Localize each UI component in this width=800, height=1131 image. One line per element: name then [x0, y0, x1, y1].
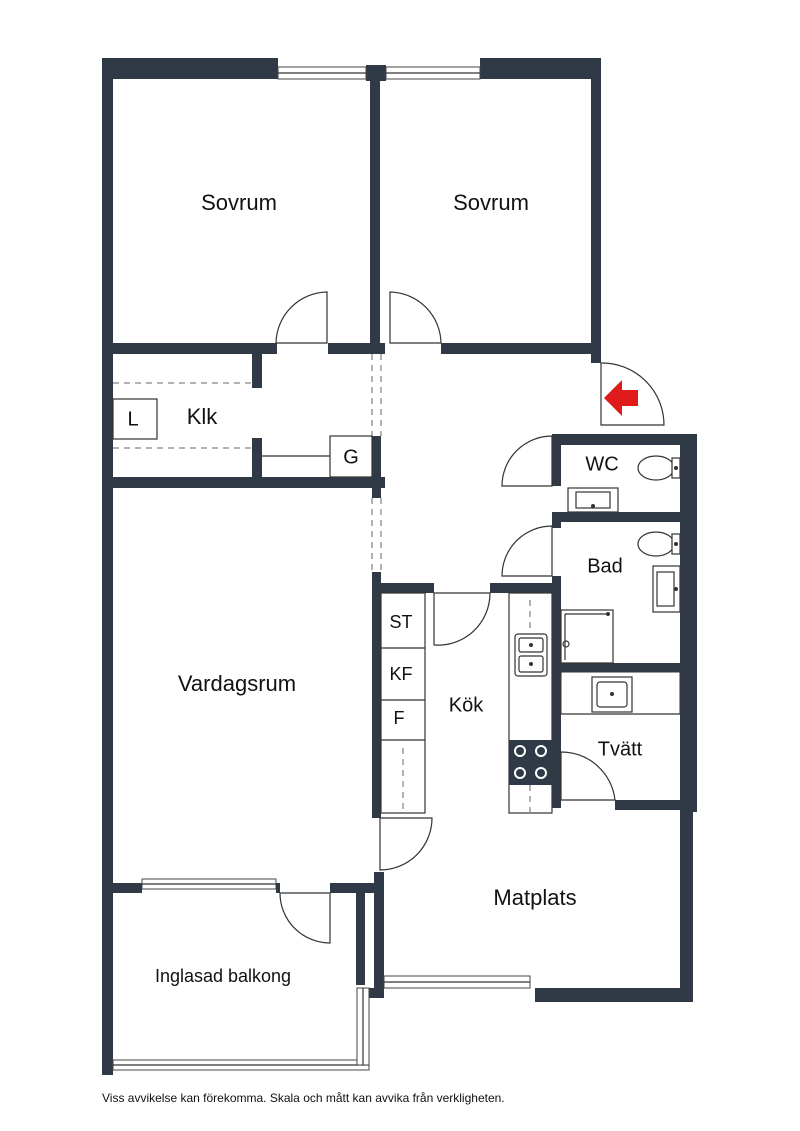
room-label-st: ST: [389, 612, 412, 632]
room-label-klk: Klk: [187, 404, 219, 429]
room-label-sovrum-2: Sovrum: [453, 190, 529, 215]
room-label-balkong: Inglasad balkong: [155, 966, 291, 986]
room-label-bad: Bad: [587, 555, 623, 577]
room-label-vardagsrum: Vardagsrum: [178, 671, 296, 696]
balcony-glazing: [112, 987, 370, 1071]
room-label-l: L: [127, 408, 138, 430]
room-labels: Sovrum Sovrum Klk L G WC Bad ST KF F Kök…: [127, 190, 642, 986]
room-label-wc: WC: [585, 453, 618, 475]
room-label-kok: Kök: [449, 694, 484, 716]
room-label-g: G: [343, 446, 359, 468]
entrance-arrow-icon: [604, 380, 638, 416]
room-label-f: F: [394, 708, 405, 728]
windows: [141, 66, 531, 989]
disclaimer-text: Viss avvikelse kan förekomma. Skala och …: [102, 1091, 505, 1105]
interior-walls: [113, 80, 697, 985]
room-label-matplats: Matplats: [493, 885, 576, 910]
outer-walls: [102, 58, 697, 1075]
room-label-tvatt: Tvätt: [598, 738, 643, 760]
room-label-sovrum-1: Sovrum: [201, 190, 277, 215]
room-label-kf: KF: [389, 664, 412, 684]
fixture-lines: [112, 354, 681, 814]
